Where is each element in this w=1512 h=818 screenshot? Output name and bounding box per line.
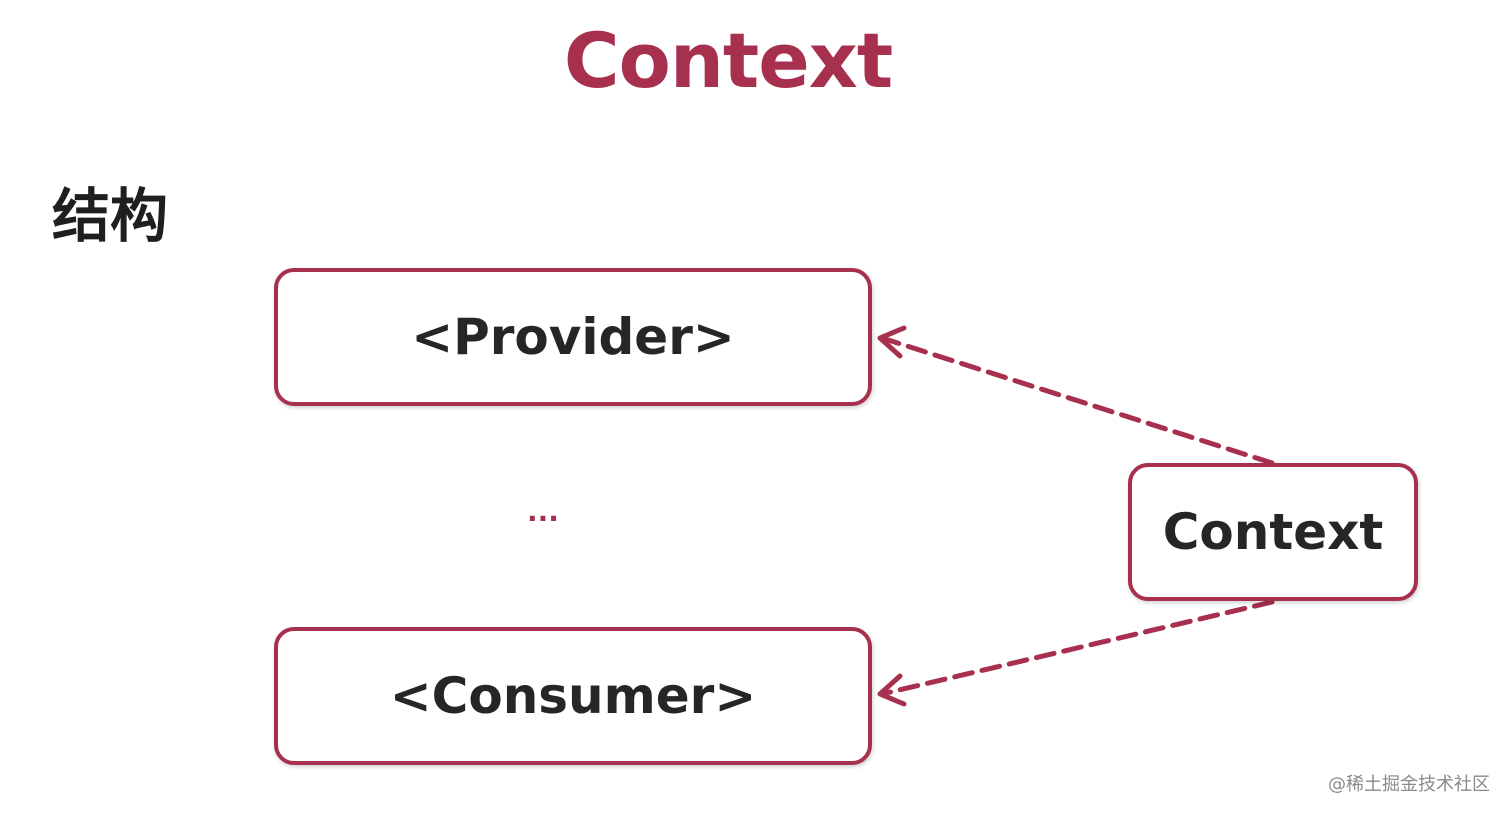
- arrow-context-to-provider: [877, 325, 1275, 466]
- section-label: 结构: [52, 182, 169, 250]
- arrow-context-to-consumer: [877, 599, 1275, 707]
- ellipsis: ...: [527, 495, 559, 528]
- provider-box: <Provider>: [274, 268, 872, 406]
- watermark: @稀土掘金技术社区: [1328, 774, 1490, 795]
- arrow-line-to-provider: [879, 335, 1275, 466]
- arrowhead-consumer-icon: [877, 673, 907, 707]
- context-box: Context: [1128, 463, 1418, 601]
- consumer-label: <Consumer>: [389, 667, 757, 725]
- provider-label: <Provider>: [411, 308, 735, 366]
- arrow-line-to-consumer: [879, 599, 1275, 697]
- arrowhead-provider-icon: [877, 325, 907, 359]
- page-title: Context: [563, 16, 893, 105]
- consumer-box: <Consumer>: [274, 627, 872, 765]
- context-label: Context: [1162, 503, 1384, 561]
